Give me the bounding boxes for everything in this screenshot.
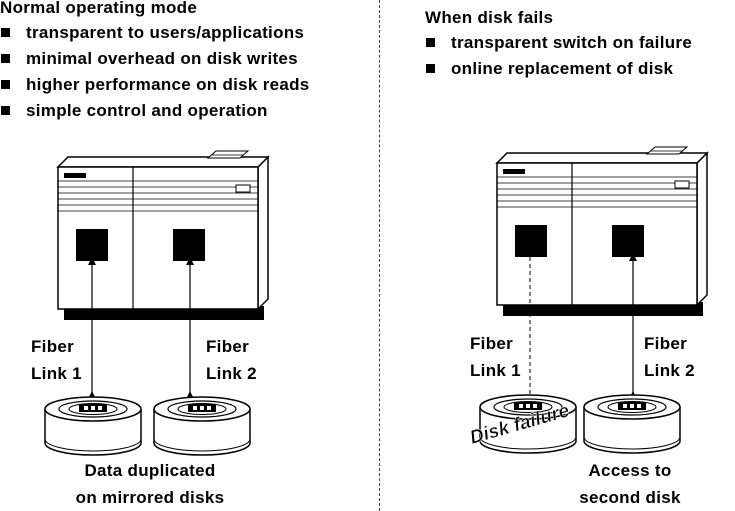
bullet-text: higher performance on disk reads: [26, 75, 310, 94]
left-bullet-list: transparent to users/applications minima…: [0, 20, 310, 124]
link-label-line: Fiber: [31, 337, 75, 356]
right-caption: Access to second disk: [540, 457, 720, 511]
link-label-line: Link 1: [31, 364, 82, 383]
left-link2-label: Fiber Link 2: [206, 333, 257, 387]
bullet-item: transparent to users/applications: [0, 20, 310, 46]
right-disk-2: [583, 394, 681, 454]
caption-line: on mirrored disks: [75, 488, 225, 507]
right-server-cabinet: [496, 146, 708, 317]
bullet-square-icon: [1, 54, 10, 63]
right-link2-label: Fiber Link 2: [644, 330, 695, 384]
caption-line: second disk: [579, 488, 681, 507]
bullet-item: simple control and operation: [0, 98, 310, 124]
left-caption: Data duplicated on mirrored disks: [40, 457, 260, 511]
right-panel-title: When disk fails: [425, 8, 554, 27]
bullet-square-icon: [426, 64, 435, 73]
caption-line: Access to: [588, 461, 672, 480]
bullet-square-icon: [1, 106, 10, 115]
link-label-line: Link 2: [206, 364, 257, 383]
bullet-square-icon: [1, 80, 10, 89]
link-label-line: Fiber: [644, 334, 688, 353]
left-link1-label: Fiber Link 1: [31, 333, 82, 387]
bullet-text: minimal overhead on disk writes: [26, 49, 298, 68]
bullet-text: simple control and operation: [26, 101, 268, 120]
bullet-text: transparent to users/applications: [26, 23, 305, 42]
right-link1-label: Fiber Link 1: [470, 330, 521, 384]
left-server-cabinet: [57, 150, 269, 321]
bullet-item: online replacement of disk: [425, 56, 692, 82]
bullet-square-icon: [1, 28, 10, 37]
caption-line: Data duplicated: [84, 461, 216, 480]
link-label-line: Link 2: [644, 361, 695, 380]
bullet-text: transparent switch on failure: [451, 33, 693, 52]
bullet-item: transparent switch on failure: [425, 30, 692, 56]
right-bullet-list: transparent switch on failure online rep…: [425, 30, 692, 82]
link-label-line: Fiber: [206, 337, 250, 356]
link-label-line: Link 1: [470, 361, 521, 380]
bullet-item: minimal overhead on disk writes: [0, 46, 310, 72]
link-label-line: Fiber: [470, 334, 514, 353]
left-disk-2: [153, 396, 251, 456]
left-panel-title: Normal operating mode: [0, 0, 198, 17]
bullet-text: online replacement of disk: [451, 59, 674, 78]
bullet-square-icon: [426, 38, 435, 47]
bullet-item: higher performance on disk reads: [0, 72, 310, 98]
left-disk-1: [44, 396, 142, 456]
panel-divider: [379, 0, 380, 511]
